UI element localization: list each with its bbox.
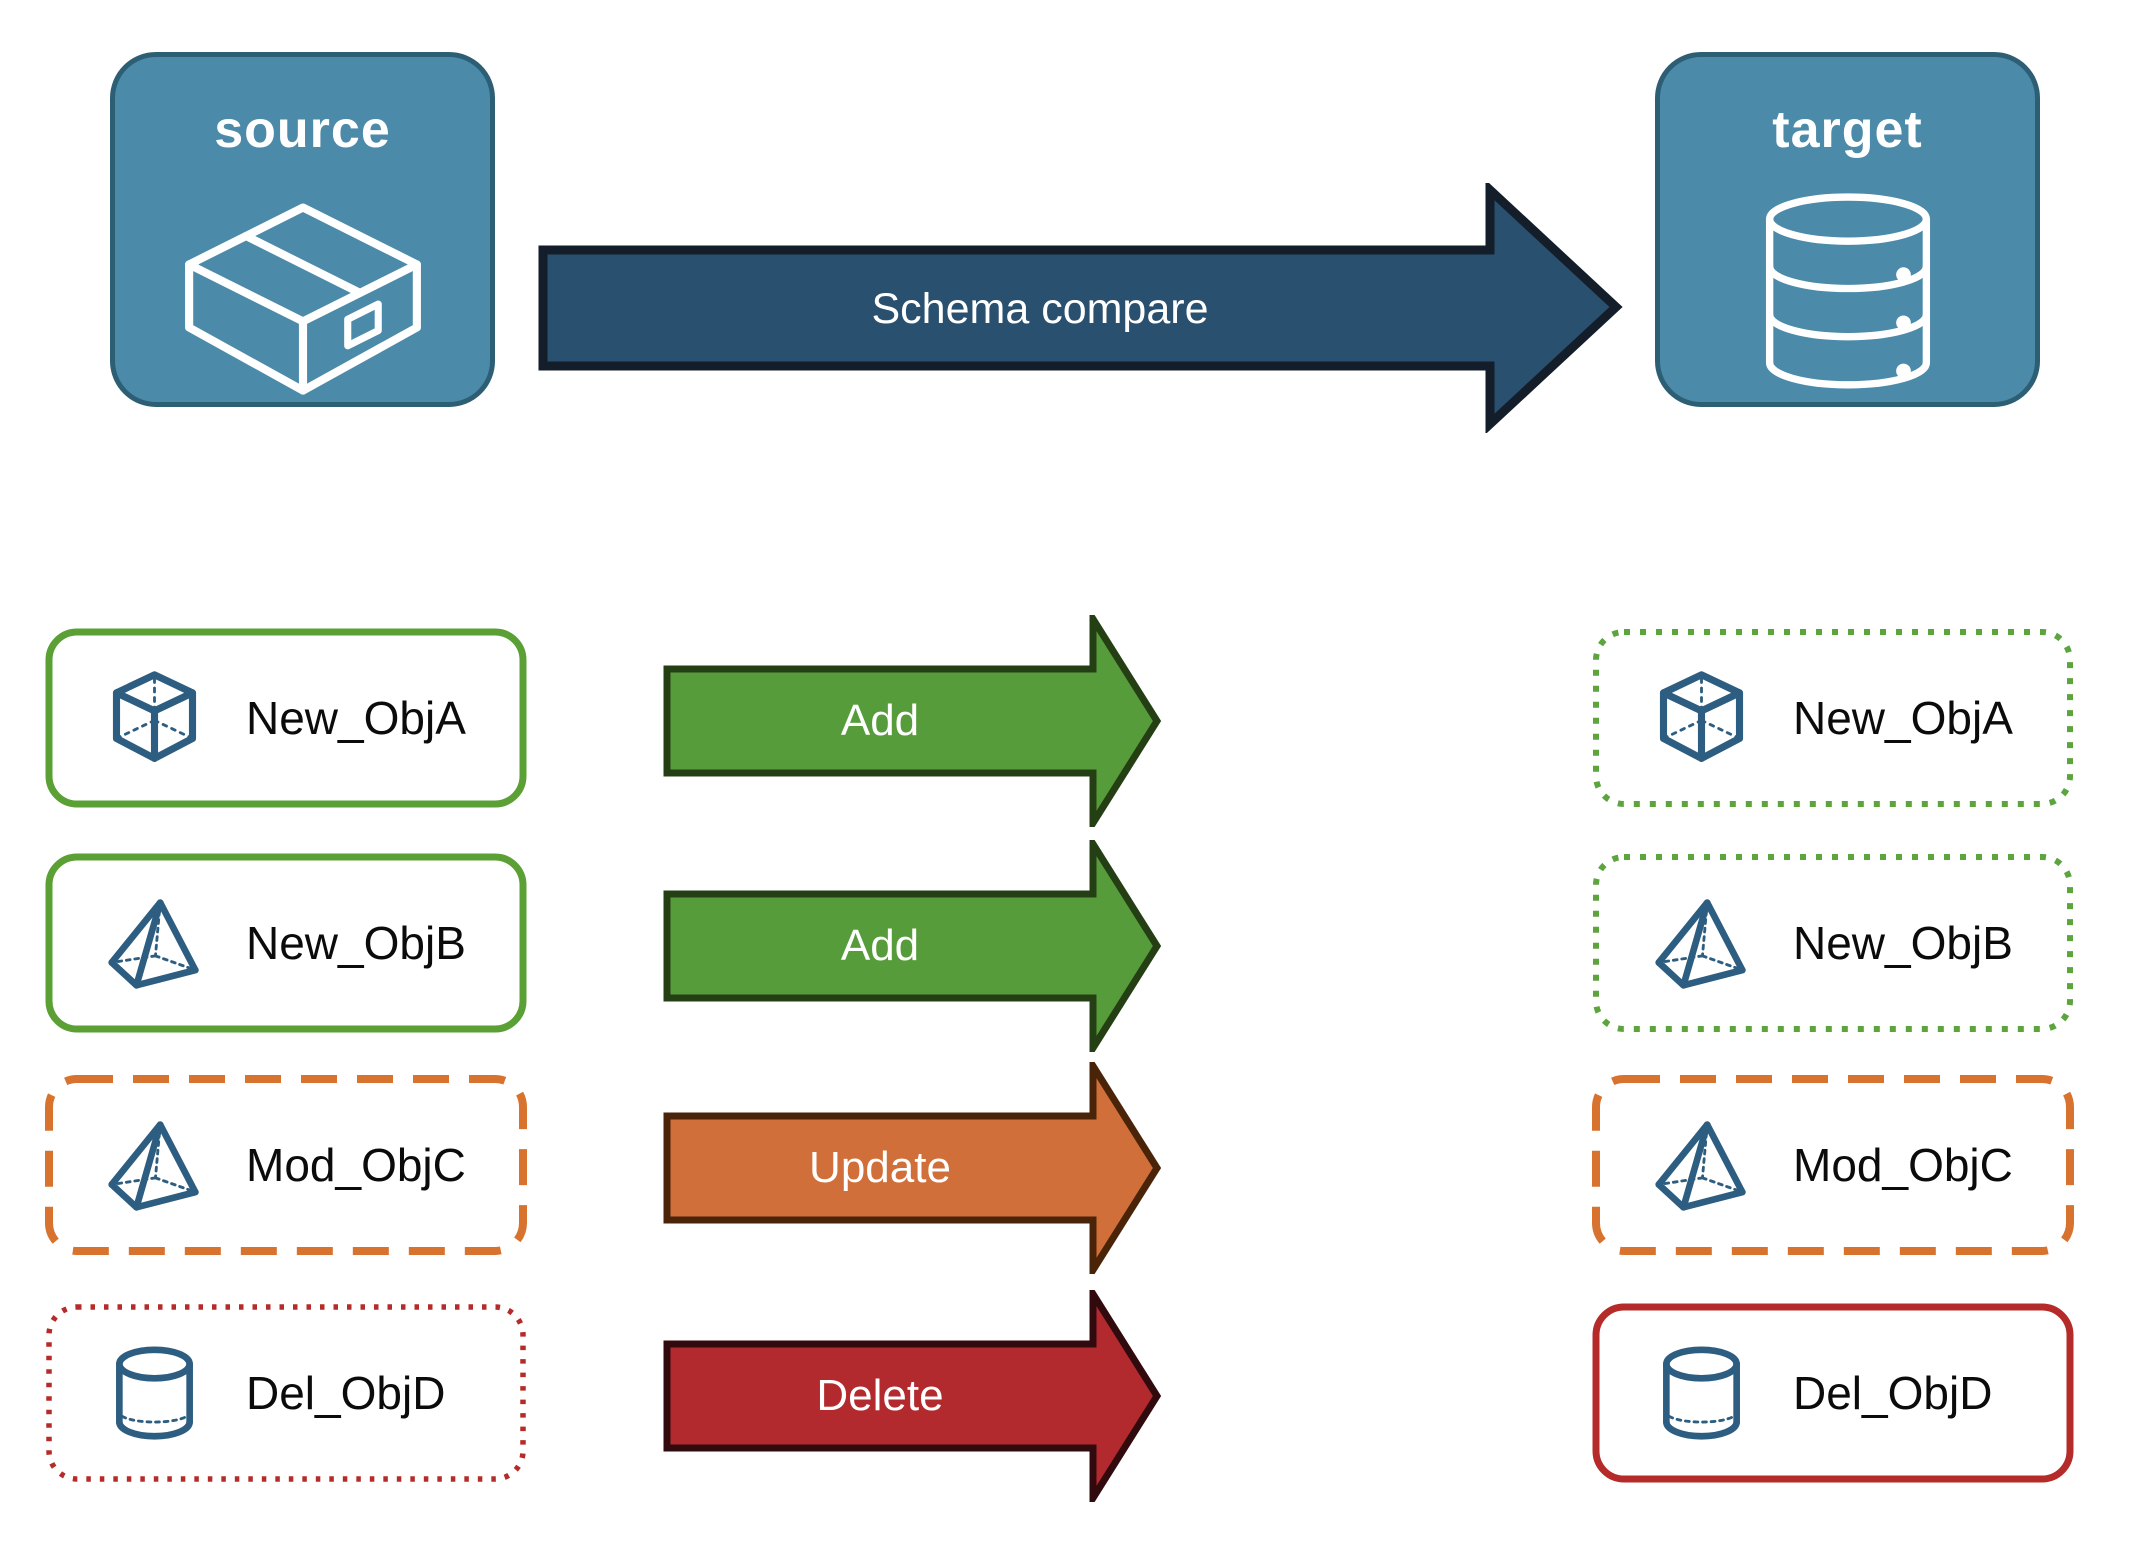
cube-icon xyxy=(112,670,197,762)
source-box-new-obja: New_ObjA xyxy=(45,628,527,808)
update-arrow-label: Update xyxy=(809,1143,951,1192)
source-box-new-objb: New_ObjB xyxy=(45,853,527,1033)
package-icon xyxy=(184,203,421,395)
add-arrow xyxy=(663,840,1162,1052)
box-border xyxy=(45,1075,527,1255)
pyramid-icon xyxy=(1655,1120,1746,1211)
box-border xyxy=(46,1304,526,1482)
pyramid-icon xyxy=(108,1120,199,1211)
source-box-mod-objc: Mod_ObjC xyxy=(45,1075,527,1255)
cube-icon xyxy=(1659,670,1744,762)
object-label: Del_ObjD xyxy=(1793,1367,1993,1419)
cylinder-icon xyxy=(1663,1345,1740,1440)
target-node-label: target xyxy=(1772,101,1923,159)
pyramid-icon xyxy=(1655,898,1746,989)
object-label: New_ObjA xyxy=(246,692,466,744)
target-box-new-objb: New_ObjB xyxy=(1592,853,2074,1033)
box-border xyxy=(1593,854,2073,1032)
add-arrow xyxy=(663,615,1162,827)
box-border xyxy=(45,628,527,808)
schema-compare-arrow xyxy=(538,183,1623,433)
add-arrow-label: Add xyxy=(840,696,920,745)
box-border xyxy=(1593,629,2073,807)
object-label: Mod_ObjC xyxy=(1793,1139,2013,1191)
object-label: New_ObjB xyxy=(1793,917,2013,969)
cylinder-icon xyxy=(116,1345,193,1440)
source-box-del-objd: Del_ObjD xyxy=(45,1303,527,1483)
object-label: Mod_ObjC xyxy=(246,1139,466,1191)
update-arrow xyxy=(663,1062,1162,1274)
target-box-del-objd: Del_ObjD xyxy=(1592,1303,2074,1483)
target-node: target xyxy=(1655,52,2040,407)
database-icon xyxy=(1765,193,1930,389)
source-node: source xyxy=(110,52,495,407)
schema-compare-label: Schema compare xyxy=(871,284,1209,333)
source-node-label: source xyxy=(214,101,391,159)
object-label: New_ObjA xyxy=(1793,692,2013,744)
add-arrow-label: Add xyxy=(840,921,920,970)
pyramid-icon xyxy=(108,898,199,989)
object-label: Del_ObjD xyxy=(246,1367,446,1419)
box-border xyxy=(1592,1075,2074,1255)
target-box-new-obja: New_ObjA xyxy=(1592,628,2074,808)
box-border xyxy=(45,853,527,1033)
target-box-mod-objc: Mod_ObjC xyxy=(1592,1075,2074,1255)
delete-arrow xyxy=(663,1290,1162,1502)
object-label: New_ObjB xyxy=(246,917,466,969)
delete-arrow-label: Delete xyxy=(816,1371,944,1420)
box-border xyxy=(1592,1303,2074,1483)
